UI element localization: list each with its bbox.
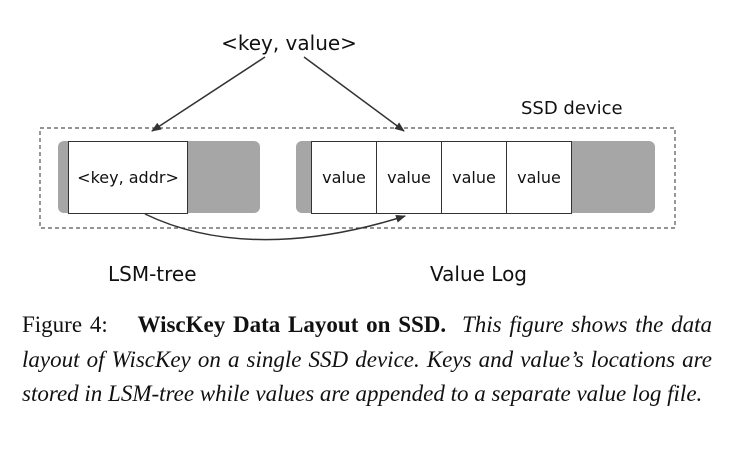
ssd-device-outline — [39, 127, 676, 229]
wisckey-layout-diagram: <key, addr> value value value value <key… — [39, 31, 676, 286]
value-cell: value — [311, 141, 377, 214]
value-cell: value — [376, 141, 442, 214]
value-cell: value — [441, 141, 507, 214]
lsm-entry-box: <key, addr> — [68, 141, 188, 214]
addr-pointer-arrow — [144, 213, 406, 241]
figure-caption: Figure 4: WiscKey Data Layout on SSD. Th… — [22, 308, 712, 412]
figure-description: This figure shows the data layout of Wis… — [22, 312, 713, 406]
figure-number: Figure 4: — [22, 312, 108, 337]
ssd-device-label: SSD device — [521, 98, 623, 119]
lsm-tree-label: LSM-tree — [108, 262, 197, 286]
arrow-to-lsm-tree — [151, 56, 266, 132]
value-cell: value — [506, 141, 572, 214]
arrow-to-value-log — [303, 56, 405, 132]
key-value-input-label: <key, value> — [221, 31, 357, 55]
value-log-label: Value Log — [430, 262, 528, 286]
figure-title: WiscKey Data Layout on SSD. — [137, 312, 447, 337]
